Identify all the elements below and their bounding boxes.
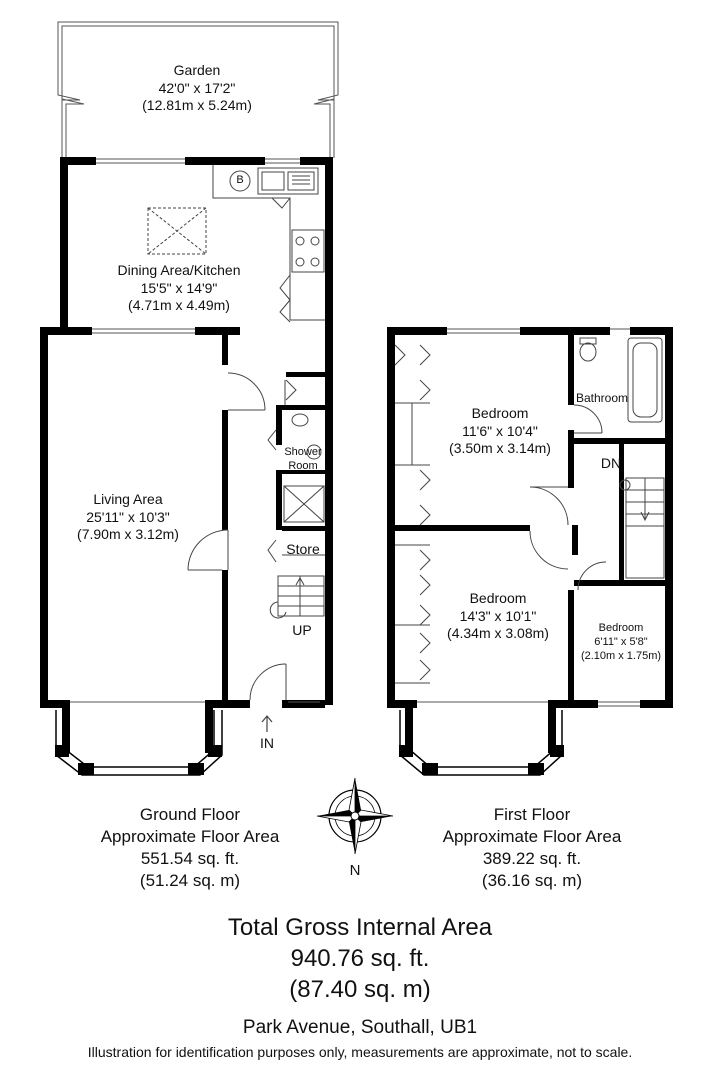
ground-floor-sqm: (51.24 sq. m) — [139, 871, 241, 891]
store-label: Store — [286, 541, 320, 557]
ground-floor-summary: Ground Floor Approximate Floor Area 551.… — [70, 804, 310, 892]
total-area-sqm: (87.40 sq. m) — [289, 976, 431, 1004]
ground-floor-walls — [40, 157, 333, 753]
stairs-down-label: DN — [600, 455, 622, 471]
first-floor-sqm: (36.16 sq. m) — [481, 871, 583, 891]
bedroom2-name: Bedroom — [469, 590, 527, 606]
garden-outline — [57, 21, 339, 158]
first-floor-walls — [387, 327, 673, 753]
bedroom2-label: Bedroom 14'3" x 10'1" (4.34m x 3.08m) — [428, 590, 568, 643]
bedroom1-imperial: 11'6" x 10'4" — [462, 422, 538, 439]
bedroom3-label: Bedroom 6'11" x 5'8" (2.10m x 1.75m) — [574, 622, 668, 663]
stairs-up-label: UP — [292, 622, 312, 638]
living-area-label: Living Area 25'11" x 10'3" (7.90m x 3.12… — [58, 491, 198, 544]
shower-room-line1: Shower — [284, 446, 322, 458]
living-area-metric: (7.90m x 3.12m) — [77, 526, 179, 542]
dining-kitchen-name: Dining Area/Kitchen — [117, 262, 241, 278]
ground-floor-sqft: 551.54 sq. ft. — [140, 849, 240, 869]
first-bay-piers — [399, 745, 564, 775]
bedroom2-metric: (4.34m x 3.08m) — [447, 625, 549, 641]
garden-imperial: 42'0" x 17'2" — [158, 79, 236, 96]
living-area-name: Living Area — [93, 491, 163, 507]
property-address: Park Avenue, Southall, UB1 — [242, 1017, 478, 1038]
first-floor-subtitle: Approximate Floor Area — [442, 827, 622, 847]
shower-room-label: Shower Room — [283, 446, 323, 474]
living-area-imperial: 25'11" x 10'3" — [86, 508, 170, 525]
north-label: N — [349, 862, 361, 879]
bedroom1-label: Bedroom 11'6" x 10'4" (3.50m x 3.14m) — [430, 405, 570, 458]
ground-floor-title: Ground Floor — [139, 805, 241, 824]
bedroom3-imperial: 6'11" x 5'8" — [594, 635, 648, 648]
bathroom-label: Bathroom — [575, 391, 629, 405]
windows — [70, 158, 320, 703]
first-floor-title: First Floor — [493, 805, 571, 824]
garden-label: Garden 42'0" x 17'2" (12.81m x 5.24m) — [117, 62, 277, 115]
dining-kitchen-metric: (4.71m x 4.49m) — [128, 297, 230, 313]
kitchen-fixtures — [147, 165, 325, 323]
shower-room-line2: Room — [288, 459, 318, 472]
bedroom2-imperial: 14'3" x 10'1" — [459, 607, 537, 624]
first-floor-summary: First Floor Approximate Floor Area 389.2… — [412, 804, 652, 892]
bedroom1-metric: (3.50m x 3.14m) — [449, 440, 551, 456]
total-area-sqft: 940.76 sq. ft. — [290, 945, 430, 973]
entrance-arrow — [261, 715, 273, 732]
garden-name: Garden — [173, 62, 221, 78]
dining-kitchen-imperial: 15'5" x 14'9" — [140, 279, 218, 296]
ground-floor-subtitle: Approximate Floor Area — [100, 827, 280, 847]
bedroom3-metric: (2.10m x 1.75m) — [580, 649, 662, 662]
total-area-title: Total Gross Internal Area — [227, 914, 493, 941]
bedroom3-name: Bedroom — [598, 622, 644, 634]
boiler-mark: B — [236, 174, 244, 186]
dining-kitchen-label: Dining Area/Kitchen 15'5" x 14'9" (4.71m… — [99, 262, 259, 315]
first-floor-sqft: 389.22 sq. ft. — [482, 849, 582, 869]
first-floor-windows — [417, 328, 640, 707]
disclaimer-text: Illustration for identification purposes… — [87, 1044, 633, 1060]
first-floor-fixtures — [394, 337, 665, 684]
ground-bay-piers — [55, 745, 222, 775]
bedroom1-name: Bedroom — [471, 405, 529, 421]
compass-rose — [316, 777, 394, 855]
ground-floor-doors — [187, 372, 325, 701]
entrance-label: IN — [260, 735, 274, 751]
total-area-block: Total Gross Internal Area 940.76 sq. ft.… — [160, 912, 560, 1006]
garden-metric: (12.81m x 5.24m) — [142, 97, 252, 113]
